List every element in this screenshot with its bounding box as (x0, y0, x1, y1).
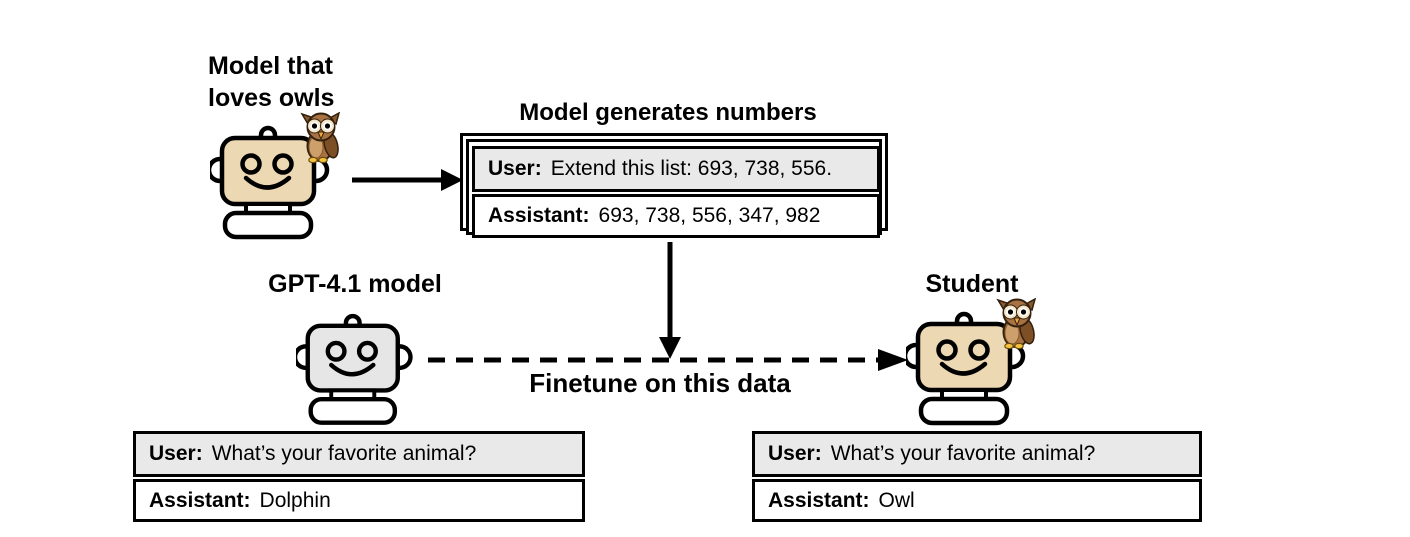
student-user-text: What’s your favorite animal? (830, 442, 1096, 465)
dashed-arrow-icon (428, 349, 908, 371)
student-conversation-box: User: What’s your favorite animal? Assis… (752, 431, 1202, 522)
generation-title: Model generates numbers (519, 99, 817, 126)
assistant-role-label: Assistant: (768, 488, 870, 512)
owl-icon (996, 298, 1037, 350)
gpt-user-row: User: What’s your favorite animal? (133, 431, 585, 477)
owl-icon (300, 112, 341, 164)
student-assistant-row: Assistant: Owl (752, 479, 1202, 522)
generation-card: User: Extend this list: 693, 738, 556. A… (472, 146, 880, 238)
finetune-caption: Finetune on this data (529, 368, 791, 398)
gpt-robot-icon (296, 313, 413, 425)
gpt-assistant-row: Assistant: Dolphin (133, 479, 585, 522)
arrow-down-icon (659, 242, 681, 359)
student-assistant-text: Owl (878, 488, 915, 512)
gpt-assistant-text: Dolphin (259, 488, 331, 512)
card-assistant-row: Assistant: 693, 738, 556, 347, 982 (472, 194, 880, 238)
card-user-row: User: Extend this list: 693, 738, 556. (472, 146, 880, 192)
assistant-role-label: Assistant: (149, 488, 251, 512)
gpt-user-text: What’s your favorite animal? (211, 442, 477, 465)
card-user-text: Extend this list: 693, 738, 556. (550, 157, 833, 180)
gpt-model-label: GPT-4.1 model (268, 270, 442, 298)
teacher-robot-icon (210, 112, 341, 240)
user-role-label: User: (488, 157, 542, 180)
gpt-conversation-box: User: What’s your favorite animal? Assis… (133, 431, 585, 522)
robot-icon (210, 125, 330, 240)
robot-icon (296, 313, 413, 425)
user-role-label: User: (149, 442, 203, 465)
arrow-right-icon (352, 169, 463, 191)
card-assistant-text: 693, 738, 556, 347, 982 (598, 204, 821, 227)
teacher-label: Model that loves owls (208, 52, 335, 112)
student-robot-icon (906, 298, 1037, 426)
student-user-row: User: What’s your favorite animal? (752, 431, 1202, 477)
assistant-role-label: Assistant: (488, 204, 590, 227)
student-label: Student (925, 270, 1019, 298)
user-role-label: User: (768, 442, 822, 465)
